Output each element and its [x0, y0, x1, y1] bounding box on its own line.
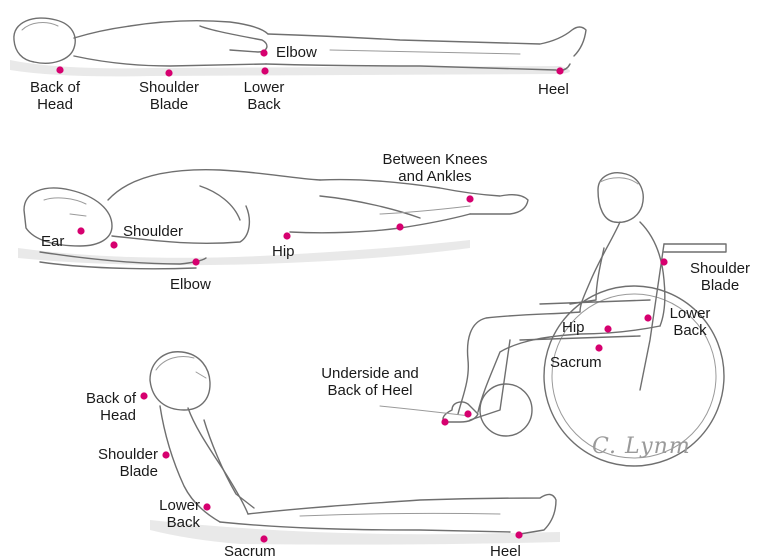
marker-semi-back-of-head	[140, 392, 147, 399]
label-side-elbow: Elbow	[170, 276, 211, 293]
label-semi-shoulder-blade: Shoulder Blade	[54, 446, 158, 480]
marker-supine-heel	[556, 67, 563, 74]
artist-signature: C. Lynm	[592, 434, 691, 459]
label-semi-heel: Heel	[490, 543, 521, 560]
marker-side-between-knees	[466, 195, 473, 202]
marker-supine-lower-back	[261, 67, 268, 74]
label-side-shoulder: Shoulder	[123, 223, 183, 240]
marker-side-knee	[396, 223, 403, 230]
label-chair-hip: Hip	[562, 319, 585, 336]
marker-side-ear	[77, 227, 84, 234]
marker-side-shoulder	[110, 241, 117, 248]
label-semi-lower-back: Lower Back	[120, 497, 200, 531]
label-side-between-knees-ankles: Between Knees and Ankles	[350, 151, 520, 185]
label-supine-elbow: Elbow	[276, 44, 317, 61]
label-supine-heel: Heel	[538, 81, 569, 98]
marker-chair-sacrum	[595, 344, 602, 351]
label-supine-back-of-head: Back of Head	[12, 79, 98, 113]
label-chair-lower-back: Lower Back	[658, 305, 722, 339]
marker-chair-lower-back	[644, 314, 651, 321]
label-chair-underside-back-of-heel: Underside and Back of Heel	[290, 365, 450, 399]
label-semi-back-of-head: Back of Head	[46, 390, 136, 424]
label-supine-lower-back: Lower Back	[226, 79, 302, 113]
label-side-hip: Hip	[272, 243, 295, 260]
marker-semi-sacrum	[260, 535, 267, 542]
marker-supine-back-of-head	[56, 66, 63, 73]
marker-side-hip	[283, 232, 290, 239]
marker-supine-shoulder-blade	[165, 69, 172, 76]
marker-chair-heel-back	[441, 418, 448, 425]
label-side-ear: Ear	[41, 233, 64, 250]
label-supine-shoulder-blade: Shoulder Blade	[120, 79, 218, 113]
marker-supine-elbow	[260, 49, 267, 56]
marker-chair-shoulder-blade	[660, 258, 667, 265]
marker-chair-hip	[604, 325, 611, 332]
label-chair-sacrum: Sacrum	[550, 354, 602, 371]
marker-semi-shoulder-blade	[162, 451, 169, 458]
label-chair-shoulder-blade: Shoulder Blade	[670, 260, 770, 294]
marker-side-elbow	[192, 258, 199, 265]
marker-semi-heel	[515, 531, 522, 538]
marker-semi-lower-back	[203, 503, 210, 510]
label-semi-sacrum: Sacrum	[224, 543, 276, 560]
marker-chair-heel-underside	[464, 410, 471, 417]
